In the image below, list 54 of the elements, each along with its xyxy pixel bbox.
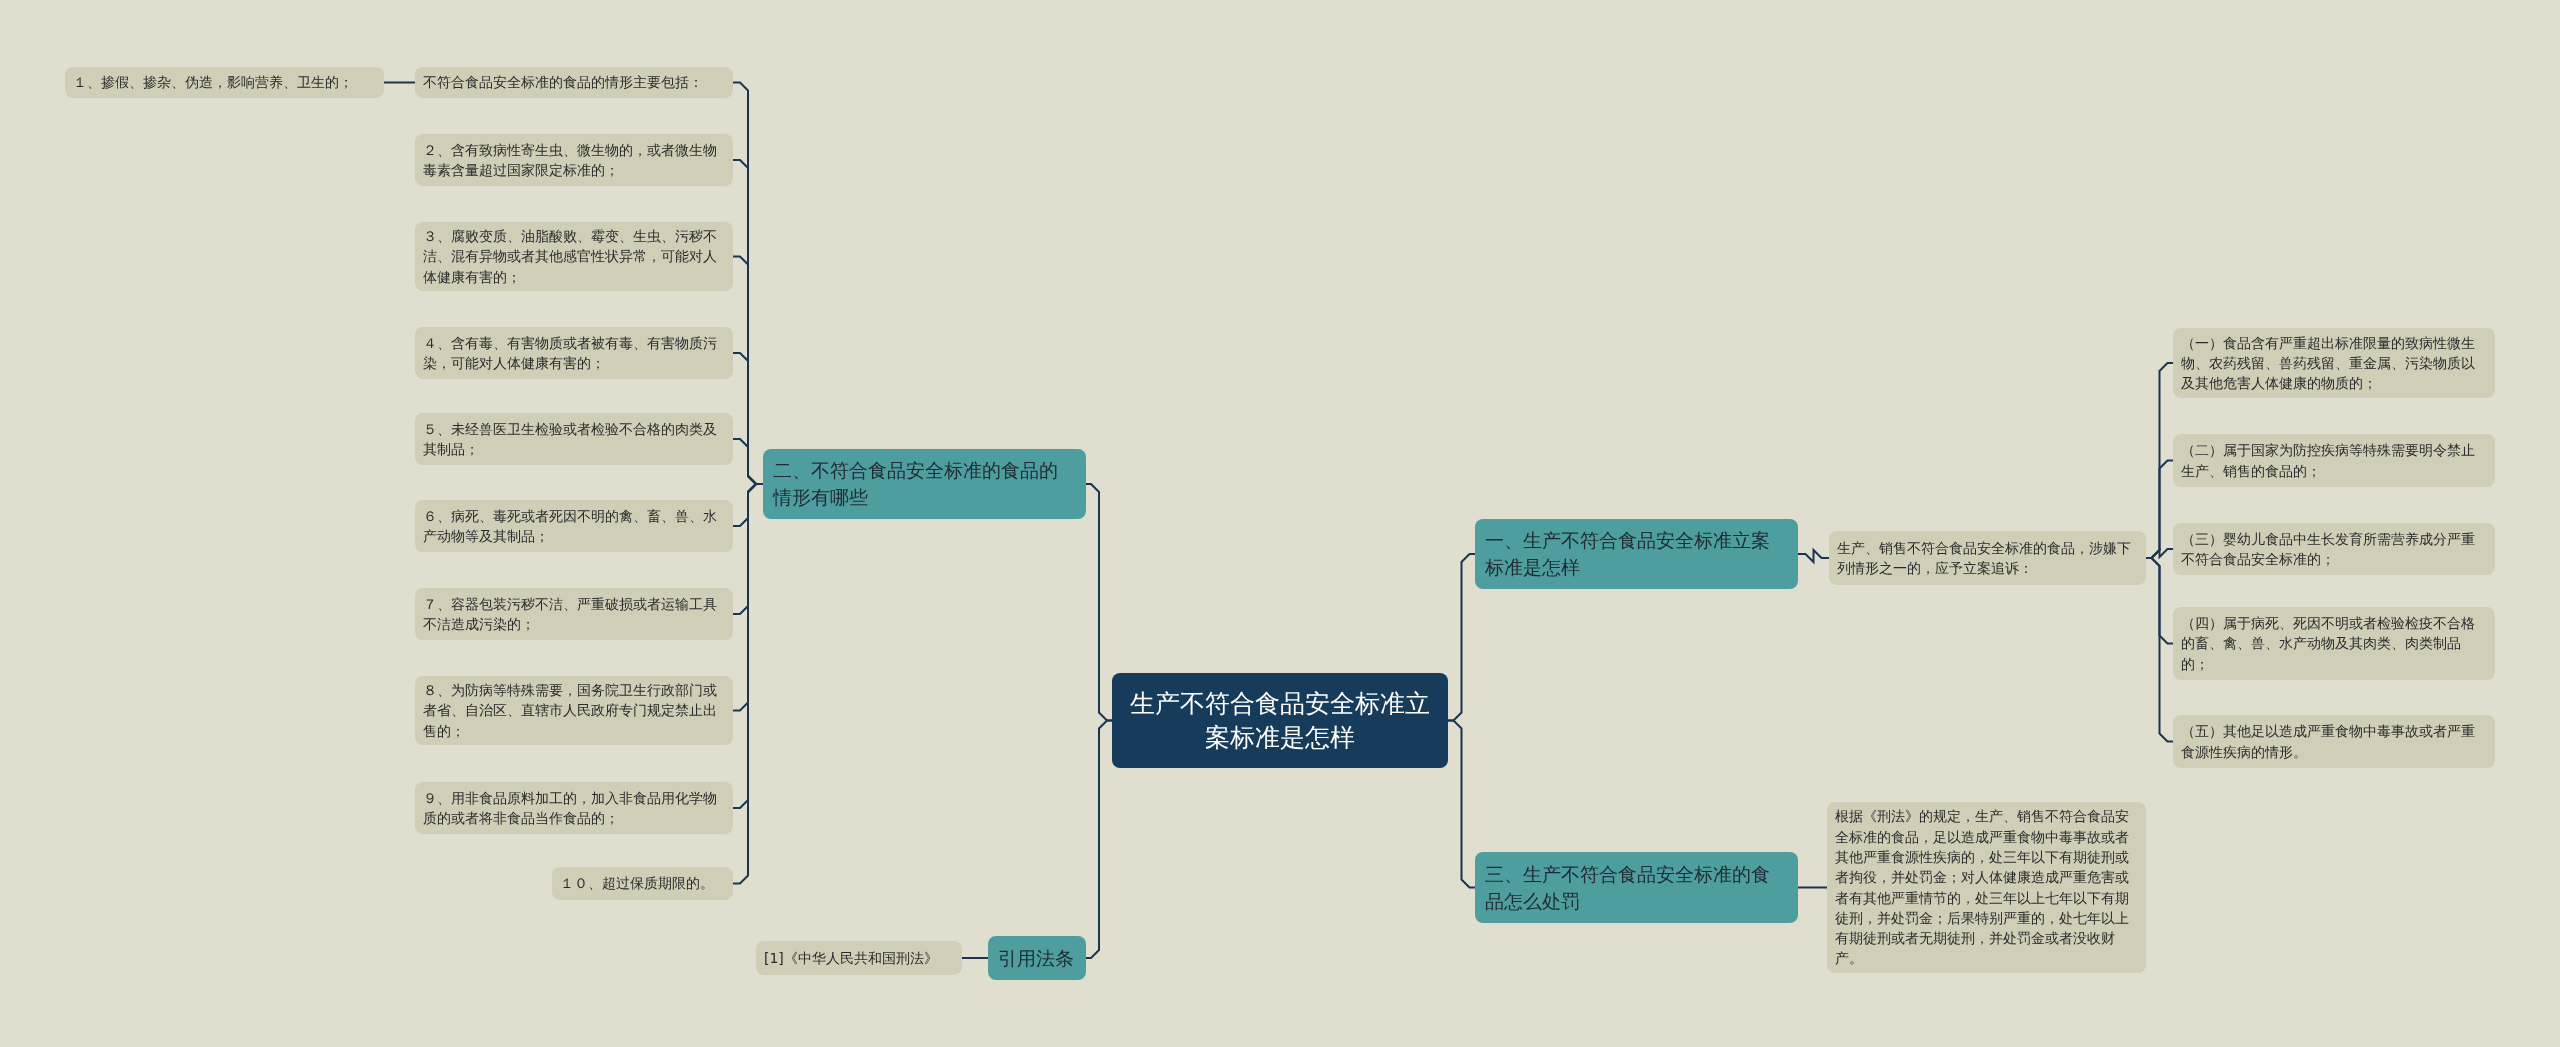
note-text: [1]《中华人民共和国刑法》 <box>764 948 938 968</box>
note-box <box>415 134 733 186</box>
note-box <box>415 413 733 465</box>
note-text: ７、容器包装污秽不洁、严重破损或者运输工具不洁造成污染的； <box>423 594 718 634</box>
note-text: （五）其他足以造成严重食物中毒事故或者严重食源性疾病的情形。 <box>2181 722 2476 762</box>
connector-line <box>1797 547 1830 565</box>
note-text: （二）属于国家为防控疾病等特殊需要明令禁止生产、销售的食品的； <box>2181 441 2476 481</box>
note-box <box>415 222 733 291</box>
connector-line <box>1447 719 1476 889</box>
topic-text: 三、生产不符合食品安全标准的食品怎么处罚 <box>1485 861 1771 914</box>
topic-box <box>1475 519 1798 589</box>
note-text: ５、未经兽医卫生检验或者检验不合格的肉类及其制品； <box>423 419 718 459</box>
note-text: 生产、销售不符合食品安全标准的食品，涉嫌下列情形之一的，应予立案追诉： <box>1837 538 2132 578</box>
note-text: ４、含有毒、有害物质或者被有毒、有害物质污染，可能对人体健康有害的； <box>423 333 718 373</box>
note-box <box>415 782 733 834</box>
note-box <box>415 327 733 379</box>
note-text: ９、用非食品原料加工的，加入非食品用化学物质的或者将非食品当作食品的； <box>423 788 718 828</box>
note-box <box>415 500 733 552</box>
note-box <box>415 588 733 640</box>
note-text: 不符合食品安全标准的食品的情形主要包括： <box>423 73 703 93</box>
topic-text: 一、生产不符合食品安全标准立案标准是怎样 <box>1485 528 1771 580</box>
note-box <box>2173 523 2495 575</box>
note-box <box>2173 715 2495 768</box>
topic-text: 二、不符合食品安全标准的食品的情形有哪些 <box>773 458 1059 510</box>
note-text: ６、病死、毒死或者死因不明的禽、畜、兽、水产动物等及其制品； <box>423 506 718 546</box>
note-box <box>2173 607 2495 680</box>
connector-line <box>961 957 989 959</box>
note-text: １、掺假、掺杂、伪造，影响营养、卫生的； <box>73 73 353 93</box>
topic-box <box>763 449 1086 519</box>
note-text: （三）婴幼儿食品中生长发育所需营养成分严重不符合食品安全标准的； <box>2181 529 2476 569</box>
note-text: （一）食品含有严重超出标准限量的致病性微生物、农药残留、兽药残留、重金属、污染物质以及其他危害人体健康的物质的； <box>2181 333 2476 394</box>
topic-box <box>988 936 1086 980</box>
note-box <box>2173 434 2495 487</box>
note-text: １０、超过保质期限的。 <box>560 874 714 894</box>
connector-line <box>383 81 416 84</box>
note-text: ８、为防病等特殊需要，国务院卫生行政部门或者省、自治区、直辖市人民政府专门规定禁止出售的； <box>423 681 718 741</box>
note-box <box>552 867 733 900</box>
central-topic-text: 生产不符合食品安全标准立案标准是怎样 <box>1129 687 1431 754</box>
note-box <box>65 67 384 98</box>
topic-box <box>1475 852 1798 923</box>
note-box <box>756 941 962 975</box>
note-text: ２、含有致病性寄生虫、微生物的，或者微生物毒素含量超过国家限定标准的； <box>423 140 718 180</box>
note-box <box>415 67 733 98</box>
note-box <box>1829 531 2146 585</box>
connector-line <box>1797 886 1828 889</box>
note-box <box>2173 328 2495 398</box>
note-box <box>415 676 733 745</box>
note-text: （四）属于病死、死因不明或者检验检疫不合格的畜、禽、兽、水产动物及其肉类、肉类制品的； <box>2181 614 2476 674</box>
central-topic-box <box>1112 673 1448 768</box>
connector-line <box>1085 719 1113 959</box>
note-text: ３、腐败变质、油脂酸败、霉变、生虫、污秽不洁、混有异物或者其他感官性状异常，可能对人体健康有害的； <box>423 227 718 287</box>
note-text: 根据《刑法》的规定，生产、销售不符合食品安全标准的食品，足以造成严重食物中毒事故或者其他严重食源性疾病的，处三年以下有期徒刑或者拘役，并处罚金；对人体健康造成严重危害或者有其他严重情节的，处三年以上七年以下有期徒刑，并处罚金；后果特别严重的，处七年以上有期徒刑或者无期徒刑，并处罚金或者没收财产。 <box>1835 807 2130 969</box>
connector-line <box>2145 557 2174 743</box>
topic-text: 引用法条 <box>998 945 1074 971</box>
